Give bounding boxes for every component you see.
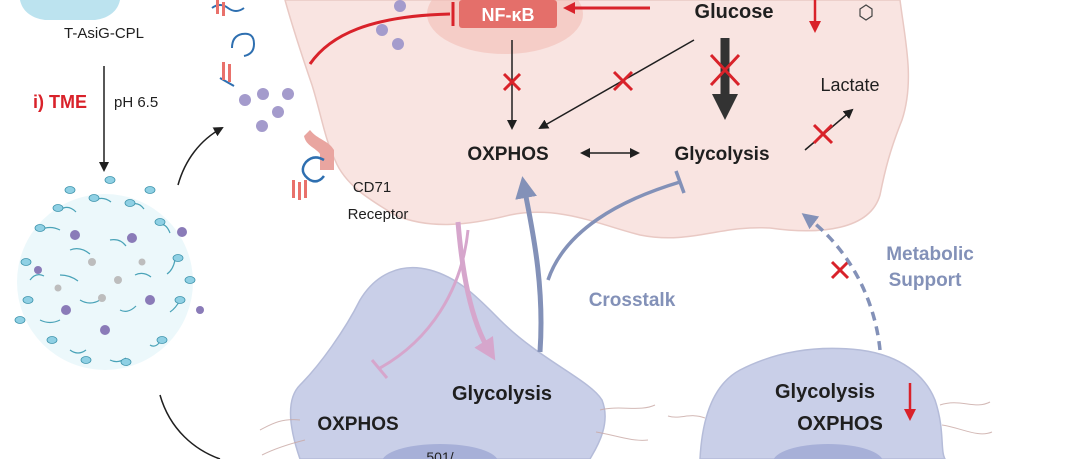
partial-left-label: 501/ <box>426 449 453 459</box>
aptamer-icons <box>211 4 256 87</box>
glucose-label: Glucose <box>695 1 774 23</box>
nucleus-left <box>382 444 498 459</box>
metabolic-support-arrow <box>801 213 882 351</box>
crosstalk-inhibit-glycolysis <box>546 180 681 281</box>
glycolysis-left-label: Glycolysis <box>452 383 552 405</box>
nfkb-box <box>459 0 557 28</box>
block-x-marks <box>502 53 850 280</box>
release-arrow <box>177 127 224 186</box>
cd71-label: CD71 <box>353 179 391 196</box>
oxphos-left-label: OXPHOS <box>317 414 398 435</box>
cd71-receptor <box>292 130 334 200</box>
drug-particles <box>239 0 406 132</box>
nfkb-label: NF-κB <box>481 5 534 25</box>
glucose-to-oxphos-arrow <box>538 39 695 129</box>
support-label: Support <box>889 270 962 291</box>
construct-label: T-AsiG-CPL <box>64 25 144 42</box>
immune-cell-right <box>699 347 946 459</box>
crosstalk-label: Crosstalk <box>589 290 676 311</box>
oxphos-right-label: OXPHOS <box>797 413 883 435</box>
oxphos-tumor-label: OXPHOS <box>467 144 548 165</box>
crosstalk-inhibit-bar <box>674 170 686 194</box>
receptor-label: Receptor <box>348 206 409 223</box>
tumor-cell <box>284 0 910 239</box>
inhibit-curve-nfkb <box>308 12 451 65</box>
glycolysis-right-label: Glycolysis <box>775 381 875 403</box>
construct-top <box>20 0 120 20</box>
glucose-hexagon-icon <box>859 4 873 21</box>
aptamer-tails <box>216 0 231 82</box>
glycolysis-tumor-label: Glycolysis <box>674 144 769 165</box>
lactate-label: Lactate <box>820 75 879 95</box>
cell-protrusions <box>259 401 993 456</box>
nanoparticle <box>14 176 204 370</box>
immune-cell-left <box>289 266 606 459</box>
pink-inhibit-oxphos <box>379 229 470 370</box>
pink-arrow-glycolysis <box>455 221 496 361</box>
down-curve-arrow <box>159 394 221 459</box>
crosstalk-arrow-oxphos <box>515 176 544 353</box>
tme-label: i) TME <box>33 92 87 112</box>
metabolic-label: Metabolic <box>886 244 974 265</box>
pink-inhibit-bar <box>370 359 389 379</box>
ph-label: pH 6.5 <box>114 94 158 111</box>
nucleus-right <box>773 444 883 459</box>
